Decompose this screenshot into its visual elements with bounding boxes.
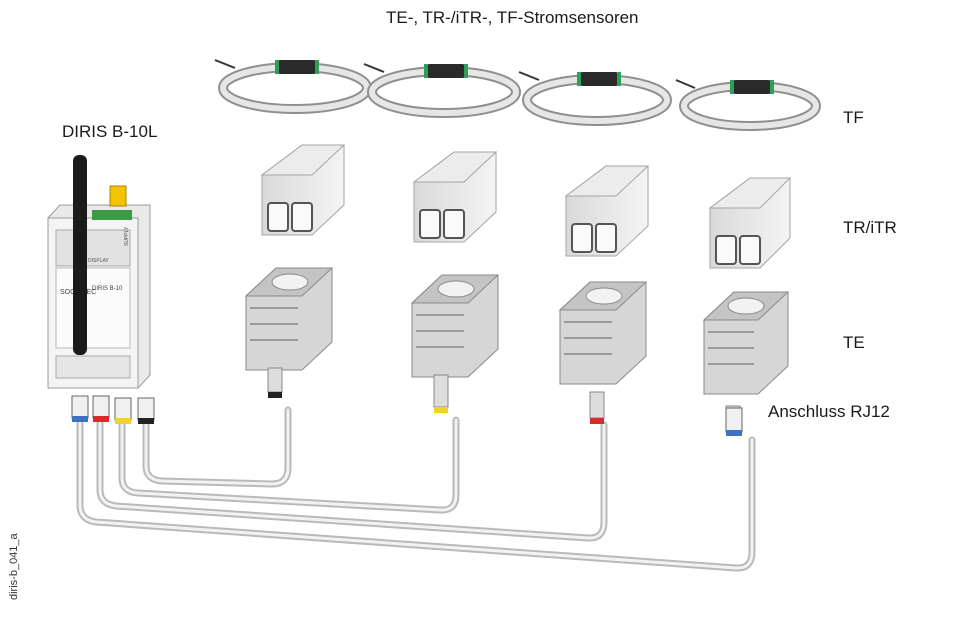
te-sensor-1 <box>244 267 334 398</box>
rj12-plug-blue <box>71 395 89 422</box>
rj12-plug-black <box>137 397 155 424</box>
row-label-tr-itr: TR/iTR <box>843 218 897 237</box>
tr-sensor-1 <box>260 144 346 236</box>
diagram-title: TE-, TR-/iTR-, TF-Stromsensoren <box>386 8 639 27</box>
rj12-plug-red <box>92 395 110 422</box>
tr-sensor-row <box>260 144 792 269</box>
tf-coil-4 <box>675 79 821 131</box>
tf-sensor-row <box>214 59 821 131</box>
device-supply-text: SUPPLY <box>124 226 130 246</box>
cable-group <box>76 406 756 572</box>
tf-coil-1 <box>214 59 372 114</box>
device-panel-text: DISPLAY <box>88 258 109 264</box>
connector-label-rj12: Anschluss RJ12 <box>768 402 890 421</box>
te-sensor-4 <box>702 291 790 434</box>
tr-sensor-4 <box>708 177 792 269</box>
rj12-plug-yellow <box>114 397 132 424</box>
antenna-icon <box>73 155 87 355</box>
row-label-te: TE <box>843 333 865 352</box>
tf-coil-3 <box>518 71 672 126</box>
device-label: DIRIS B-10L <box>62 122 158 141</box>
tf-coil-2 <box>363 63 521 118</box>
te-sensor-row <box>244 267 790 434</box>
device-model-text: DIRIS B-10 <box>92 286 123 292</box>
device-rj12-plugs <box>71 395 155 424</box>
rj12-plug-sensor-4 <box>725 407 743 436</box>
tr-sensor-3 <box>564 165 650 257</box>
te-sensor-2 <box>410 274 500 413</box>
row-label-tf: TF <box>843 108 864 127</box>
te-sensor-3 <box>558 281 648 424</box>
tr-sensor-2 <box>412 151 498 243</box>
cable-black <box>142 406 292 488</box>
diris-b10l-device: SOCOMEC DIRIS B-10 DISPLAY SUPPLY <box>47 155 151 389</box>
